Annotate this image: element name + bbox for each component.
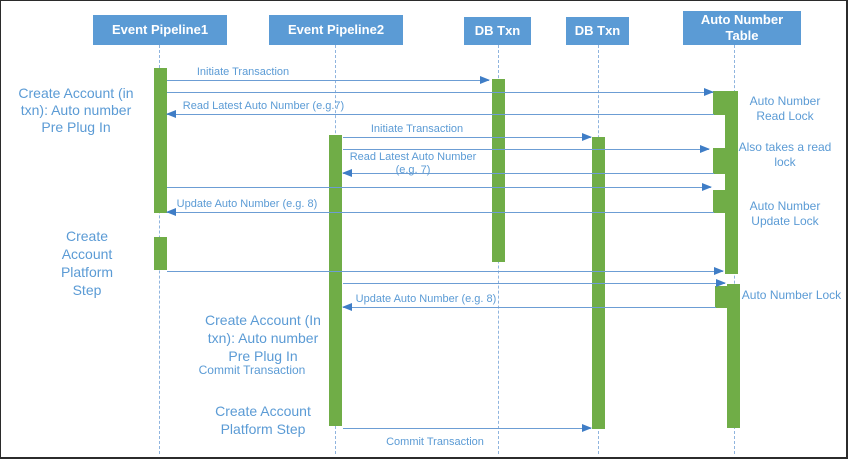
message-label: Update Auto Number (e.g. 8): [176, 198, 318, 210]
activation-auto-number-read-lock-2: [713, 148, 725, 174]
arrowhead-icon: [700, 145, 710, 153]
note-line: Platform: [60, 264, 114, 280]
note-create-account-pre-plugin-left: Create Account (in txn): Auto number Pre…: [5, 85, 147, 136]
note-line: Step: [72, 282, 102, 298]
arrowhead-icon: [342, 169, 352, 177]
note-line: Pre Plug In: [41, 119, 111, 135]
message-update-call-1: [167, 183, 712, 191]
message-initiate-transaction-1: Initiate Transaction: [167, 66, 490, 84]
note-auto-number-update-lock: Auto Number Update Lock: [725, 199, 845, 229]
activation-db-txn-1: [492, 79, 505, 262]
message-update-auto-number-return-1: Update Auto Number (e.g. 8): [166, 198, 714, 216]
note-line: lock: [774, 155, 796, 169]
actor-db-txn-1: DB Txn: [464, 17, 531, 45]
arrowhead-icon: [704, 88, 714, 96]
message-read-call-1: [167, 88, 714, 96]
note-auto-number-lock: Auto Number Lock: [734, 288, 846, 303]
arrowhead-icon: [582, 133, 592, 141]
message-label: Read Latest Auto Number (e.g.7): [182, 100, 345, 112]
message-label-line: (e.g. 7): [395, 164, 431, 176]
actor-auto-number-table: Auto Number Table: [683, 11, 801, 45]
note-line: Create: [65, 228, 109, 244]
note-line: Auto Number: [749, 94, 821, 108]
note-line: Commit Transaction: [198, 363, 306, 377]
note-line: Auto Number: [749, 199, 821, 213]
note-line: Read Lock: [756, 109, 814, 123]
arrowhead-icon: [166, 208, 176, 216]
arrowhead-icon: [166, 110, 176, 118]
message-label: Update Auto Number (e.g. 8): [355, 293, 497, 305]
message-commit-transaction: Commit Transaction: [343, 424, 592, 448]
arrowhead-icon: [716, 279, 726, 287]
message-read-latest-return-1: Read Latest Auto Number (e.g.7): [166, 100, 714, 118]
activation-auto-number-read-lock: [713, 91, 725, 115]
message-label: Read Latest Auto Number (e.g. 7): [343, 151, 483, 177]
arrowhead-icon: [582, 424, 592, 432]
activation-ep1-second: [154, 237, 167, 270]
message-read-latest-return-2: Read Latest Auto Number (e.g. 7): [342, 151, 714, 177]
note-line: txn): Auto number: [20, 102, 132, 118]
note-line: Pre Plug In: [228, 348, 298, 364]
note-line: Create Account (In: [205, 312, 321, 328]
arrowhead-icon: [480, 76, 490, 84]
note-line: Account: [61, 246, 113, 262]
note-line: Also takes a read: [738, 140, 832, 154]
note-line: Platform Step: [220, 421, 306, 437]
note-also-takes-read-lock: Also takes a read lock: [725, 140, 845, 170]
note-auto-number-read-lock: Auto Number Read Lock: [725, 94, 845, 124]
actor-event-pipeline1: Event Pipeline1: [93, 15, 227, 45]
activation-auto-number-lock: [715, 286, 727, 308]
activation-ep2: [329, 135, 342, 426]
activation-auto-number-update-lock: [713, 190, 725, 213]
arrowhead-icon: [714, 267, 724, 275]
message-label-line: Read Latest Auto Number: [349, 151, 477, 163]
message-label: Initiate Transaction: [196, 66, 290, 78]
note-line: Update Lock: [751, 214, 819, 228]
activation-auto-number-main-2: [727, 284, 740, 428]
arrowhead-icon: [702, 183, 712, 191]
note-create-account-platform-left: Create Account Platform Step: [37, 227, 137, 299]
note-line: txn): Auto number: [207, 330, 319, 346]
message-initiate-transaction-2: Initiate Transaction: [343, 123, 592, 141]
note-create-account-pre-plugin-mid: Create Account (In txn): Auto number Pre…: [183, 311, 343, 365]
actor-db-txn-2: DB Txn: [566, 17, 629, 45]
arrowhead-icon: [342, 303, 352, 311]
note-line: Create Account: [215, 403, 311, 419]
note-commit-transaction-mid: Commit Transaction: [172, 363, 332, 377]
note-create-account-platform-mid: Create Account Platform Step: [193, 402, 333, 438]
actor-event-pipeline2: Event Pipeline2: [269, 15, 403, 45]
note-line: Create Account (in: [18, 85, 134, 101]
message-ep1-to-auto-number: [167, 267, 724, 275]
activation-auto-number-main-1: [725, 91, 738, 274]
message-update-auto-number-return-2: Update Auto Number (e.g. 8): [342, 293, 716, 311]
message-label: Initiate Transaction: [370, 123, 464, 135]
activation-ep1-first: [154, 68, 167, 213]
message-ep2-to-auto-number: [343, 279, 726, 287]
message-read-call-2: [343, 145, 710, 153]
message-label: Commit Transaction: [386, 436, 484, 448]
note-line: Auto Number Lock: [741, 288, 842, 302]
